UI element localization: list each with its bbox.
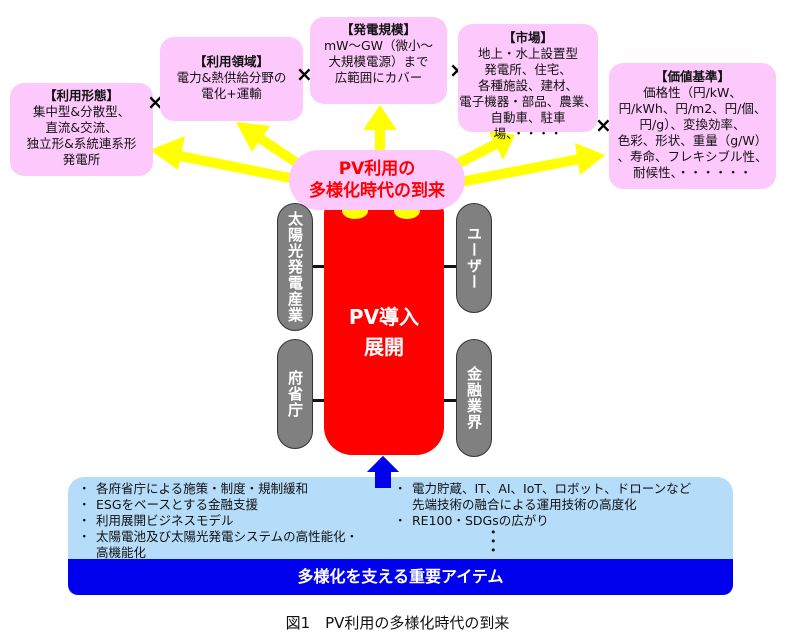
wheel-finance: 金融業界 (456, 339, 492, 457)
list-item: RE100・SDGsの広がり (394, 513, 696, 529)
supporting-items-right: 電力貯蔵、IT、AI、IoT、ロボット、ドローンなど先端技術の融合による運用技術… (394, 481, 696, 529)
continuation-dots: ••• (490, 526, 497, 557)
category-line: 発電所 (62, 152, 101, 167)
vehicle-label-line1: PV導入 (348, 305, 420, 329)
category-line: 自動車、駐車場、・・・・ (490, 110, 566, 141)
category-line: 円/g）、変換効率、 (639, 117, 746, 132)
category-title: 【発電規模】 (340, 22, 416, 37)
category-title: 【利用形態】 (43, 88, 119, 103)
wheel-pv-industry: 太陽光発電産業 (277, 203, 313, 331)
category-line: 大規模電源）まで (328, 54, 429, 69)
figure-caption: 図1 PV利用の多様化時代の到来 (285, 614, 510, 632)
wheel-label: 金融業界 (465, 366, 483, 430)
category-market: 【市場】 地上・水上設置型 発電所、住宅、 各種施設、建材、 電子機器・部品、農… (458, 24, 598, 141)
vehicle-body (324, 203, 444, 455)
category-usage-domain: 【利用領域】 電力&熱供給分野の 電化+運輸 (160, 37, 303, 121)
supporting-items-footer: 多様化を支える重要アイテム (68, 559, 733, 595)
list-item: 太陽電池及び太陽光発電システムの高性能化・高機能化 (78, 529, 366, 561)
category-line: mW～GW（微小～ (323, 38, 434, 53)
wheel-users: ユーザー (456, 203, 492, 313)
category-line: 独立形&系統連系形 (26, 136, 137, 151)
wheel-label: 府省庁 (286, 370, 304, 418)
category-line: 電力&熱供給分野の (176, 70, 287, 85)
category-line: 、寿命、フレキシブル性、 (617, 149, 768, 164)
arrow-to-usage-form (150, 136, 301, 185)
category-generation-scale: 【発電規模】 mW～GW（微小～ 大規模電源）まで 広範囲にカバー (310, 17, 447, 104)
center-theme: PV利用の 多様化時代の到来 (289, 150, 465, 210)
list-item: 利用展開ビジネスモデル (78, 513, 380, 529)
category-line: 耐候性、・・・・・・ (633, 165, 752, 180)
arrow-to-market (452, 130, 515, 170)
list-item: 各府省庁による施策・制度・規制緩和 (78, 481, 380, 497)
center-theme-line2: 多様化時代の到来 (309, 181, 445, 201)
vehicle-label: PV導入 展開 (324, 302, 444, 362)
category-line: 電化+運輸 (201, 86, 262, 101)
category-line: 色彩、形状、重量（g/W） (617, 133, 768, 148)
supporting-items-left: 各府省庁による施策・制度・規制緩和 ESGをベースとする金融支援 利用展開ビジネ… (78, 481, 380, 561)
category-line: 地上・水上設置型 (477, 46, 578, 61)
vehicle-label-line2: 展開 (364, 335, 404, 359)
cross-icon: × (147, 90, 164, 114)
arrow-to-value-criteria (454, 143, 605, 188)
cross-icon: × (595, 113, 612, 137)
wheel-government: 府省庁 (277, 339, 313, 449)
category-line: 直流&交流、 (45, 120, 118, 135)
category-line: 集中型&分散型、 (32, 104, 131, 119)
wheel-label: ユーザー (465, 226, 483, 290)
category-title: 【利用領域】 (193, 54, 269, 69)
wheel-label: 太陽光発電産業 (286, 211, 304, 323)
category-usage-form: 【利用形態】 集中型&分散型、 直流&交流、 独立形&系統連系形 発電所 (10, 83, 153, 176)
center-theme-line1: PV利用の (338, 159, 416, 179)
category-value-criteria: 【価値基準】 価格性（円/kW、 円/kWh、円/m2、円/個、 円/g）、変換… (609, 63, 776, 189)
category-line: 各種施設、建材、 (477, 78, 578, 93)
category-line: 価格性（円/kW、 (643, 85, 742, 100)
list-item: 電力貯蔵、IT、AI、IoT、ロボット、ドローンなど先端技術の融合による運用技術… (394, 481, 696, 513)
cross-icon: × (296, 62, 313, 86)
category-title: 【価値基準】 (654, 69, 730, 84)
category-line: 円/kWh、円/m2、円/個、 (618, 101, 767, 116)
category-line: 電子機器・部品、農業、 (459, 94, 597, 109)
category-line: 発電所、住宅、 (484, 62, 572, 77)
category-line: 広範囲にカバー (334, 70, 423, 85)
list-item: ESGをベースとする金融支援 (78, 497, 380, 513)
category-title: 【市場】 (502, 30, 553, 45)
arrow-to-usage-domain (236, 122, 303, 170)
